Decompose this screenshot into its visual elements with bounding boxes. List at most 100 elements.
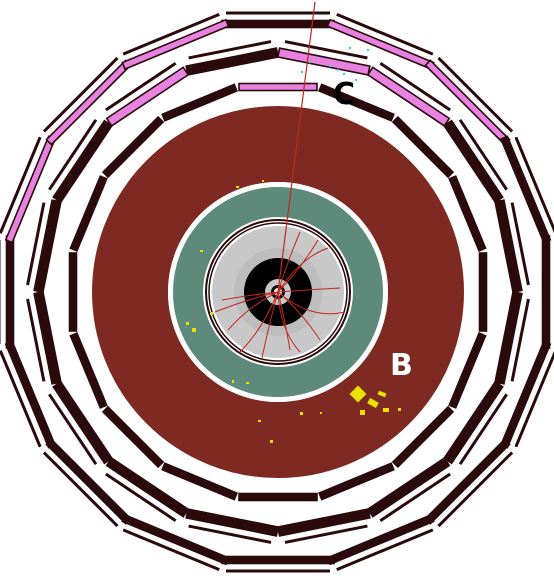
track [277,287,341,293]
muon-chamber [101,115,165,179]
muon-chamber-slab [52,119,114,204]
muon-chamber-slab [366,66,451,128]
muon-chamber [494,199,530,294]
energy-deposit [186,322,189,325]
muon-chamber-slab [33,290,62,385]
muon-chamber [442,119,508,204]
muon-chamber-slab [101,115,165,179]
muon-chamber [448,332,487,409]
muon-chamber-slab [391,405,455,469]
energy-deposit [360,410,365,415]
track [214,291,279,313]
muon-chamber-layer [226,569,330,573]
muon-spectrometer [0,11,554,573]
muon-hit [300,70,304,74]
track [261,291,279,359]
muon-chamber-slab [442,380,504,465]
muon-track [277,1,316,293]
muon-chamber [276,508,371,544]
muon-chamber-layer [379,472,451,522]
muon-chamber [276,40,371,76]
muon-chamber [42,56,132,146]
muon-chamber [494,290,530,385]
muon-chamber [326,513,435,572]
muon-chamber-layer [26,298,46,382]
muon-chamber-layer [188,524,272,544]
energy-deposit [210,312,213,315]
muon-chamber-layer [0,350,42,448]
energy-deposits [186,180,401,443]
muon-chamber-layer [105,62,177,112]
muon-hit [354,78,358,82]
track [277,247,329,293]
hadronic-calorimeter-ring [92,106,464,478]
muon-chamber-slab [221,555,335,565]
solenoid-ring [205,219,351,365]
muon-hit [308,60,312,64]
muon-hit [336,68,340,72]
label-b: B [390,348,413,383]
muon-chamber-slab [161,462,238,501]
muon-chamber-layer [26,202,46,286]
muon-chamber-slab [5,235,15,349]
muon-hit [366,48,370,52]
muon-chamber-layer [48,393,98,465]
muon-chamber [238,492,318,502]
muon-chamber [541,235,551,349]
muon-chamber-slab [52,380,114,465]
muon-chamber-slab [69,332,108,409]
muon-chamber-slab [161,83,238,122]
muon-chamber [68,252,78,332]
muon-chamber-layer [122,528,220,572]
muon-chamber-slab [494,199,523,294]
muon-chamber-layer [458,119,508,191]
muon-chamber-slab [276,508,371,537]
muon-chamber [318,83,395,122]
muon-chamber-slab [442,119,504,204]
tracks [214,231,346,359]
muon-chamber-layer [437,56,514,133]
energy-deposit [258,420,261,422]
muon-chamber [366,456,451,522]
muon-chamber [221,555,335,573]
muon-chamber [366,62,451,128]
muon-chamber [185,508,280,544]
muon-chamber [48,119,114,204]
track [277,291,291,351]
muon-chamber-slab [366,456,451,518]
muon-chamber [0,235,15,349]
muon-chamber-layer [458,393,508,465]
muon-chamber [391,405,455,469]
muon-chamber [121,12,230,71]
energy-deposit [270,440,273,443]
muon-chamber [478,252,488,332]
energy-deposit [192,328,196,332]
track [277,231,301,293]
muon-chamber [318,462,395,501]
muon-chamber-layer [379,62,451,112]
muon-chamber-layer [48,119,98,191]
energy-deposit [236,186,239,188]
muon-chamber-slab [276,47,371,76]
muon-chamber-layer [122,12,220,56]
label-c: C [333,77,355,112]
track [227,291,279,331]
muon-chamber-layer [510,202,530,286]
energy-deposit [377,390,387,398]
muon-chamber [442,380,508,465]
muon-chamber-slab [105,456,190,518]
energy-deposit [300,412,303,415]
hadronic-calorimeter [92,106,464,478]
muon-chamber [105,62,190,128]
energy-deposit [200,250,203,252]
muon-chamber-slab [185,508,280,537]
muon-chamber [26,199,62,294]
muon-chamber [185,40,280,76]
muon-chamber [448,175,487,252]
muon-chamber [105,456,190,522]
muon-hit [348,46,352,50]
muon-chamber [48,380,114,465]
muon-chamber [101,405,165,469]
muon-chamber-slab [541,235,551,349]
